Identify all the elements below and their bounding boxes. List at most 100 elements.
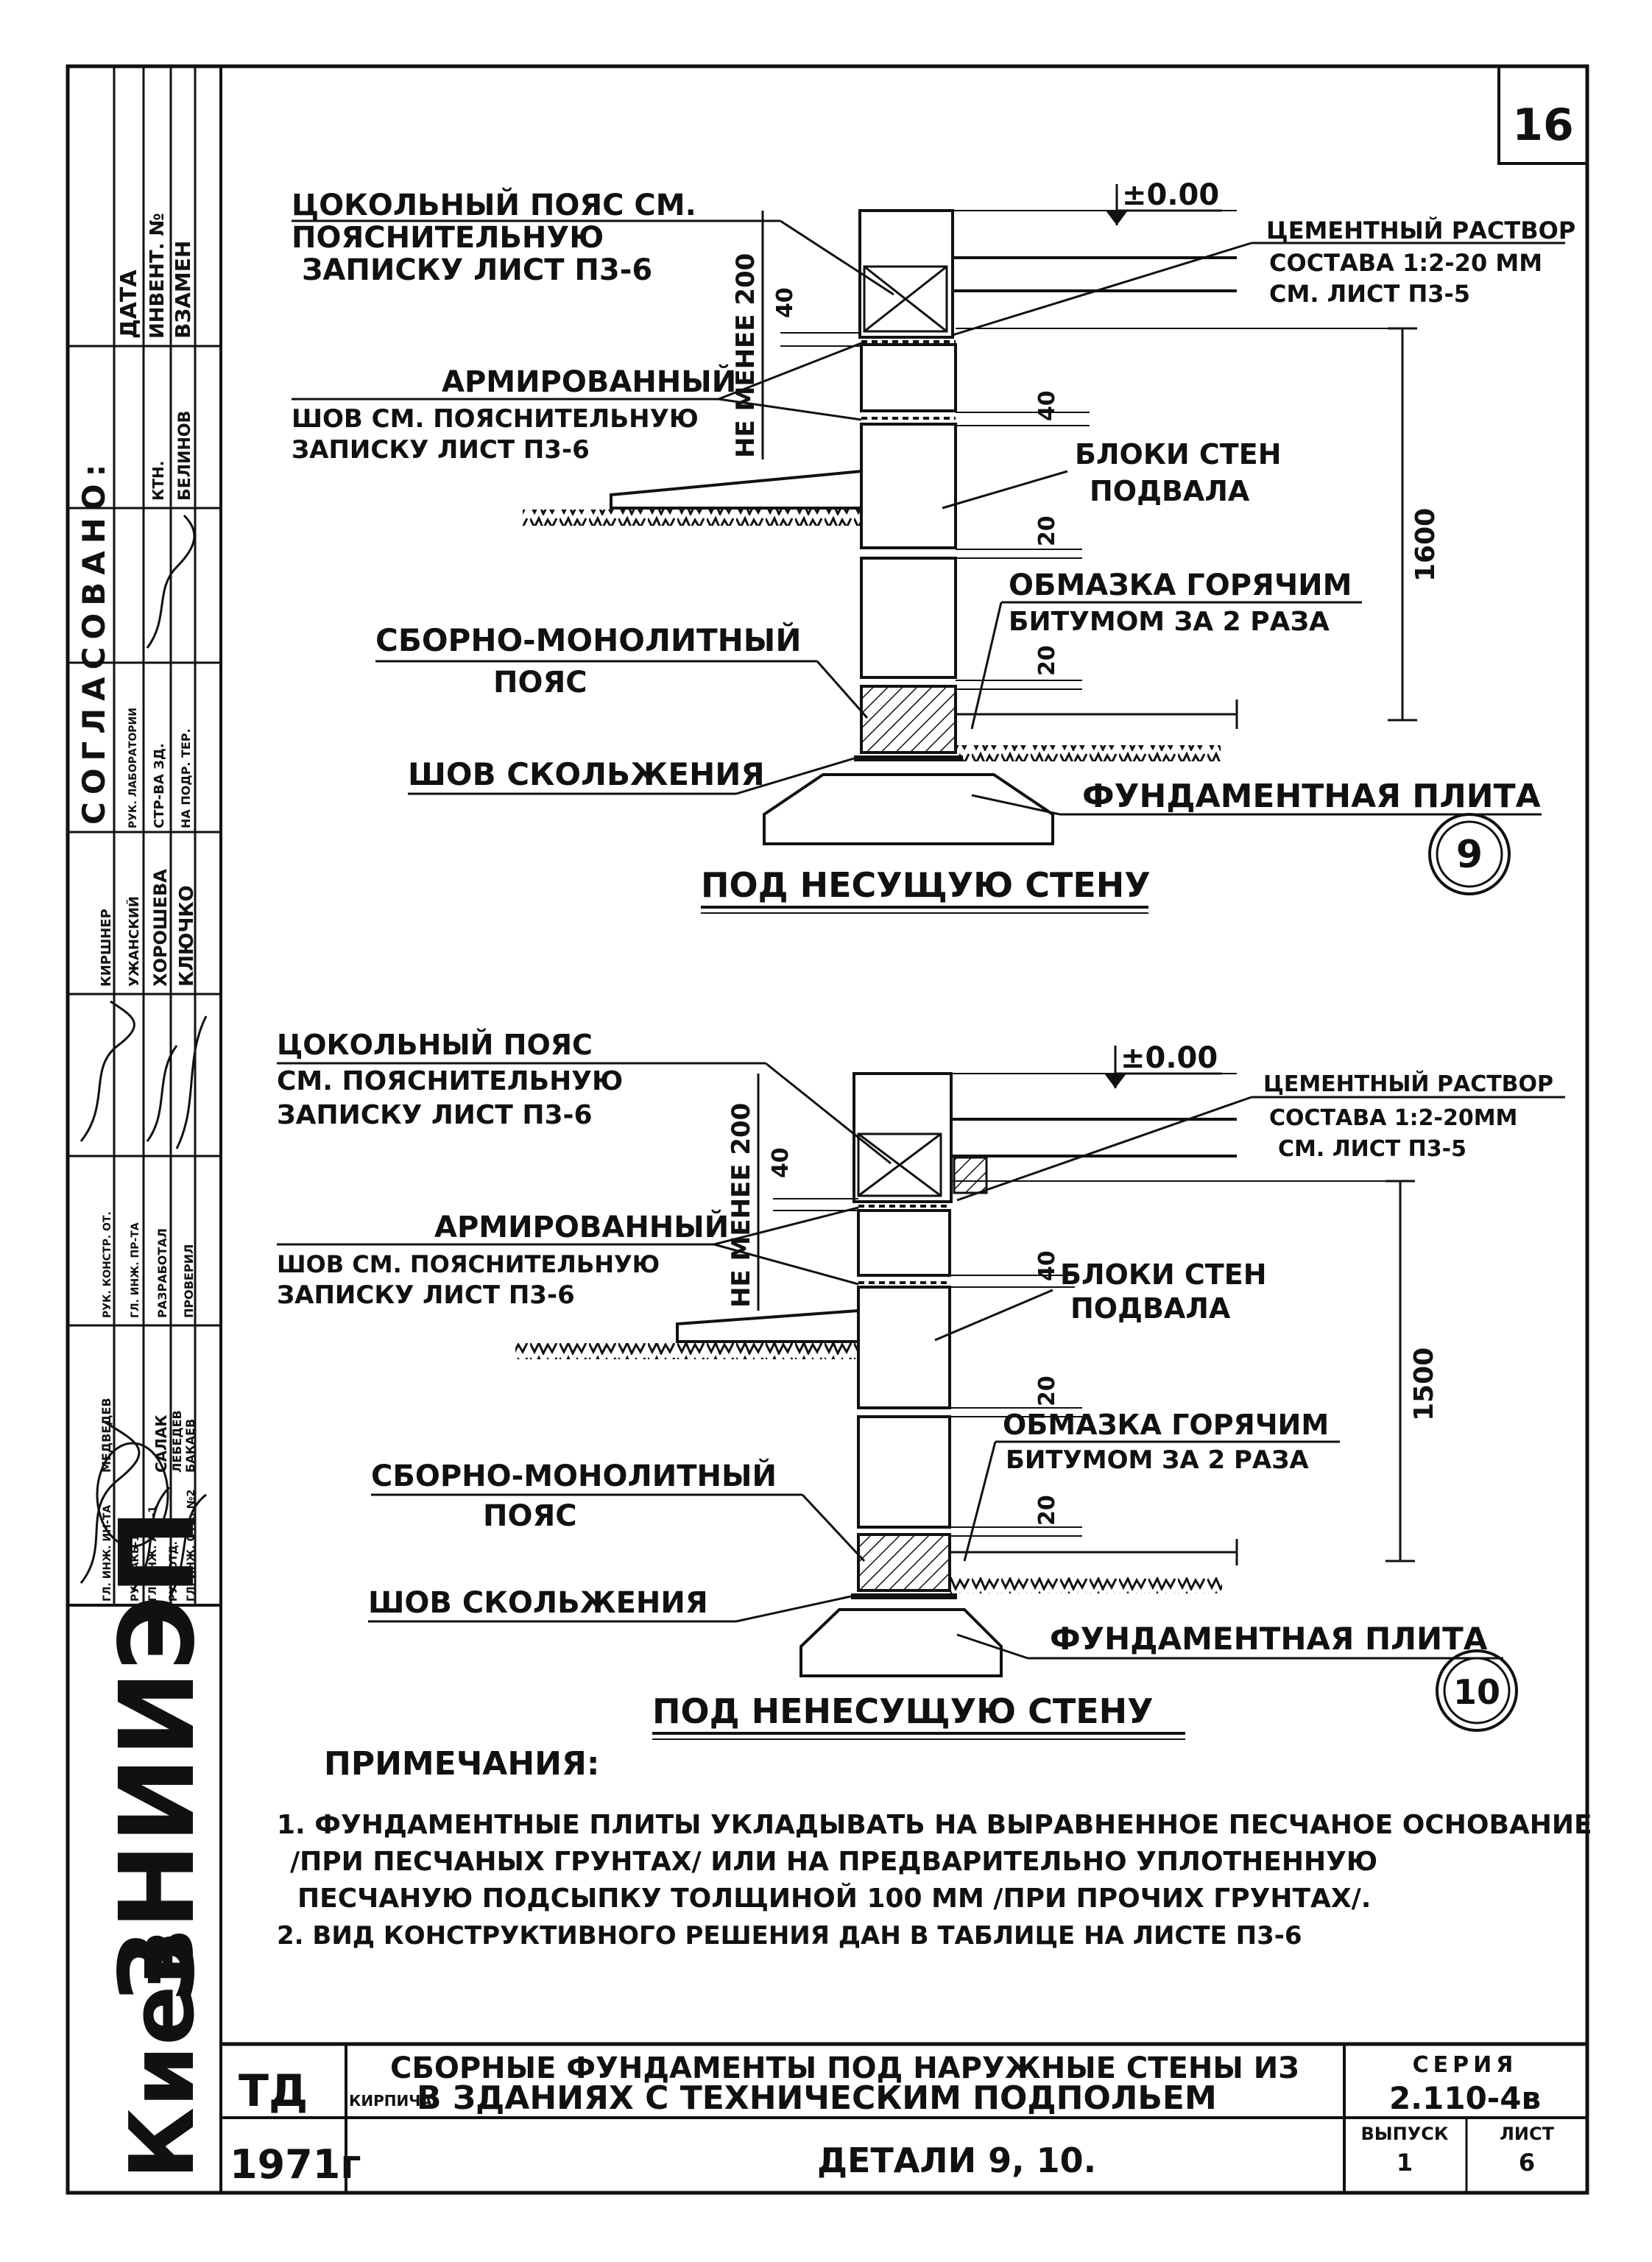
label-blocks-10-l1: БЛОКИ СТЕН: [1060, 1258, 1267, 1291]
cokol-belt-10: [853, 1072, 953, 1203]
foundation-slab-10: [799, 1608, 1003, 1677]
label-blocks-10-l2: ПОДВАЛА: [1070, 1292, 1231, 1325]
title-line-1: СБОРНЫЕ ФУНДАМЕНТЫ ПОД НАРУЖНЫЕ СТЕНЫ ИЗ: [390, 2051, 1299, 2085]
notes: ПРИМЕЧАНИЯ: 1. ФУНДАМЕНТНЫЕ ПЛИТЫ УКЛАДЫ…: [277, 1745, 1592, 1951]
level-mark-9: ±0.00: [1122, 178, 1219, 212]
dim-20a-9: 20: [1034, 515, 1060, 546]
dim-20b-9: 20: [1034, 645, 1060, 676]
label-arm-9-l2: ШОВ СМ. ПОЯСНИТЕЛЬНУЮ: [292, 404, 699, 434]
role-ruk-konstr: РУК. КОНСТР. ОТ.: [102, 1211, 113, 1318]
sheet-number-box: [1497, 66, 1587, 165]
soil-inner-9: [956, 745, 1221, 761]
note-line-3: ПЕСЧАНУЮ ПОДСЫПКУ ТОЛЩИНОЙ 100 ММ /ПРИ П…: [297, 1883, 1371, 1914]
role-proveril: ПРОВЕРИЛ: [182, 1244, 196, 1318]
label-bitumen-9-l2: БИТУМОМ ЗА 2 РАЗА: [1009, 607, 1330, 637]
dim-20b-10: 20: [1034, 1495, 1060, 1526]
role-ruk-otd: РУК. ОТД. №2: [168, 1518, 180, 1602]
cokol-cross-10: [857, 1132, 942, 1197]
role-razrabotal: РАЗРАБОТАЛ: [155, 1228, 169, 1318]
header-date: ДАТА: [116, 269, 142, 339]
soil-outer-10: [515, 1343, 858, 1359]
title-line-2-small: КИРПИЧА: [349, 2092, 432, 2110]
org-logo: ЗНИИЭП: [98, 1509, 218, 2003]
wall-block-9b: [860, 423, 957, 549]
label-arm-10-l1: АРМИРОВАННЫЙ: [434, 1209, 729, 1244]
label-cokol-9-l2: ПОЯСНИТЕЛЬНУЮ: [292, 221, 604, 255]
name-kluchko: КЛЮЧКО: [176, 885, 198, 987]
dim-min-9: НЕ МЕНЕЕ 200: [731, 253, 760, 458]
td-label: ТД: [239, 2065, 308, 2117]
list-label: ЛИСТ: [1500, 2124, 1555, 2144]
dim-20a-10: 20: [1034, 1375, 1060, 1406]
label-cokol-10-l3: ЗАПИСКУ ЛИСТ П3-6: [277, 1100, 593, 1130]
label-arm-9-l1: АРМИРОВАННЫЙ: [442, 364, 736, 399]
org-label-3: НА ПОДР. ТЕР.: [179, 728, 193, 828]
name-bakaev: БАКАЕВ: [183, 1419, 197, 1473]
label-belt-9-l2: ПОЯС: [493, 666, 587, 700]
label-arm-10-l2: ШОВ СМ. ПОЯСНИТЕЛЬНУЮ: [277, 1250, 660, 1278]
wall-block-9a: [860, 343, 957, 412]
title-block: ТД 1971г СБОРНЫЕ ФУНДАМЕНТЫ ПОД НАРУЖНЫЕ…: [221, 2042, 1587, 2193]
detail-10: ±0.00 1500 НЕ МЕНЕЕ 200 40 40 20 20 ЦОКО…: [277, 1029, 1565, 1740]
detail-number-circle-10: [1436, 1649, 1518, 1732]
dim-1600-9: 1600: [1411, 508, 1441, 582]
label-mortar-9-l2: СОСТАВА 1:2-20 ММ: [1269, 249, 1542, 277]
ktn-label: КТН.: [149, 461, 167, 501]
vypusk-label: ВЫПУСК: [1361, 2124, 1449, 2144]
label-slab-10: ФУНДАМЕНТНАЯ ПЛИТА: [1050, 1621, 1488, 1657]
wall-block-10b: [857, 1286, 951, 1409]
role-gl-inzh-inta: ГЛ. ИНЖ. ИН-ТА: [102, 1505, 113, 1602]
sheet-frame: [66, 64, 1589, 2195]
role-gl-inzh-otd: ГЛ. ИНЖ. ОТД. №2: [186, 1490, 197, 1602]
wall-block-10c: [857, 1415, 951, 1529]
detail-9: ±0.00 1600 НЕ МЕНЕЕ 200 40 40 20 20 ЦОКО…: [292, 178, 1575, 914]
label-slip-9: ШОВ СКОЛЬЖЕНИЯ: [408, 756, 765, 792]
role-ruk-akb: РУК. АКБ-1: [130, 1535, 141, 1602]
signature-ktn: [146, 514, 196, 649]
stamp-oval: [96, 1442, 169, 1548]
dim-1500-10: 1500: [1409, 1347, 1439, 1421]
detail-number-10: 10: [1453, 1672, 1500, 1712]
monolith-belt-9: [860, 685, 957, 754]
wall-block-10a: [857, 1209, 951, 1277]
header-inv: ИНВЕНТ. №: [147, 213, 169, 339]
dim-40a-10: 40: [768, 1147, 794, 1178]
subtitle: ДЕТАЛИ 9, 10.: [817, 2141, 1096, 2180]
label-arm-9-l3: ЗАПИСКУ ЛИСТ П3-6: [292, 435, 590, 465]
label-mortar-10-l3: СМ. ЛИСТ П3-5: [1278, 1136, 1466, 1162]
label-cokol-9-l3: ЗАПИСКУ ЛИСТ П3-6: [302, 253, 652, 287]
label-belt-9-l1: СБОРНО-МОНОЛИТНЫЙ: [375, 621, 801, 658]
monolith-belt-10: [857, 1533, 951, 1592]
note-line-2: /ПРИ ПЕСЧАНЫХ ГРУНТАХ/ ИЛИ НА ПРЕДВАРИТЕ…: [290, 1847, 1377, 1877]
label-mortar-10-l1: ЦЕМЕНТНЫЙ РАСТВОР: [1263, 1071, 1553, 1097]
header-vzamen: ВЗАМЕН: [171, 241, 195, 339]
name-horosheva: ХОРОШЕВА: [150, 869, 171, 987]
label-mortar-10-l2: СОСТАВА 1:2-20ММ: [1269, 1105, 1517, 1131]
label-belt-10-l1: СБОРНО-МОНОЛИТНЫЙ: [371, 1458, 777, 1493]
left-strip: ДАТА ИНВЕНТ. № ВЗАМЕН СОГЛАСОВАНО: КТН. …: [68, 66, 221, 2180]
label-belt-10-l2: ПОЯС: [483, 1499, 577, 1533]
soglasovano-label: СОГЛАСОВАНО:: [76, 457, 112, 825]
cokol-cross-9: [863, 265, 948, 333]
note-line-1: 1. ФУНДАМЕНТНЫЕ ПЛИТЫ УКЛАДЫВАТЬ НА ВЫРА…: [277, 1810, 1592, 1840]
city: Киев: [112, 1930, 214, 2180]
dim-40b-9: 40: [1034, 390, 1060, 421]
dim-40a-9: 40: [772, 287, 798, 318]
series-label: СЕРИЯ: [1413, 2052, 1518, 2078]
signatures-col-2: [80, 1420, 207, 1599]
level-mark-10: ±0.00: [1120, 1041, 1218, 1075]
series-value: 2.110-4в: [1389, 2080, 1541, 2116]
label-slip-10: ШОВ СКОЛЬЖЕНИЯ: [368, 1586, 708, 1620]
name-uzhansky: УЖАНСКИЙ: [126, 896, 142, 987]
sheet-number: 16: [1512, 99, 1574, 151]
label-cokol-9-l1: ЦОКОЛЬНЫЙ ПОЯС СМ.: [292, 187, 696, 222]
foundation-slab-9: [763, 773, 1054, 845]
floor-slab-10: [951, 1118, 1237, 1158]
name-lebedev: ЛЕБЕДЕВ: [170, 1410, 184, 1473]
detail-number-9: 9: [1456, 833, 1483, 877]
list-value: 6: [1519, 2149, 1535, 2177]
label-arm-10-l3: ЗАПИСКУ ЛИСТ П3-6: [277, 1280, 575, 1310]
label-cokol-10-l2: СМ. ПОЯСНИТЕЛЬНУЮ: [277, 1066, 623, 1096]
label-mortar-9-l1: ЦЕМЕНТНЫЙ РАСТВОР: [1266, 216, 1575, 244]
